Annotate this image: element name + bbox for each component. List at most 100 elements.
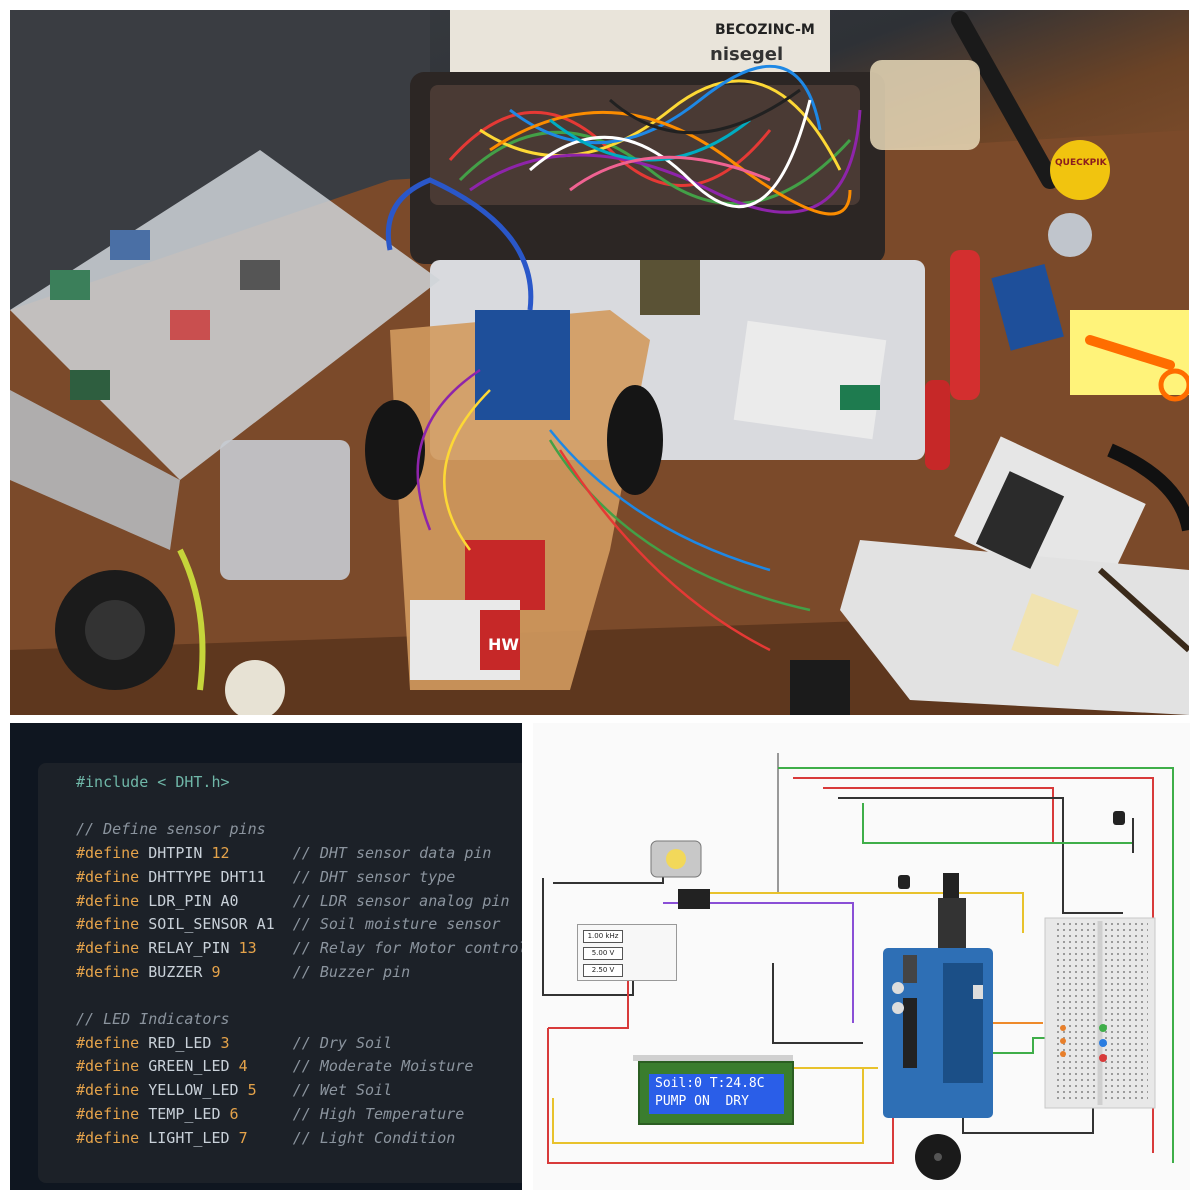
code-token: #define: [76, 1104, 140, 1123]
tin-label: QUECKPIK: [1055, 158, 1108, 168]
code-token: LDR_PIN A0: [139, 891, 293, 910]
circuit-simulation: 1.00 kHz 5.00 V 2.50 V Soil:0 T:24.8C PU…: [533, 723, 1190, 1190]
arduino-board: [475, 310, 570, 420]
motor-driver: [465, 540, 545, 610]
tape-roll: [225, 660, 285, 715]
solder-paste-tin: [1050, 140, 1110, 200]
code-token: [221, 963, 293, 981]
led-module: [1011, 593, 1079, 667]
code-token: #define: [76, 962, 140, 981]
component-organizer-boxes: [10, 150, 440, 550]
code-token: #include: [76, 773, 149, 791]
code-line: #define DHTTYPE DHT11 // DHT sensor type: [76, 868, 455, 892]
code-token: SOIL_SENSOR A1: [139, 915, 293, 934]
code-panel: #include < DHT.h> // Define sensor pins #d…: [10, 723, 522, 1190]
left-wheel: [365, 400, 425, 500]
code-token: 13: [238, 938, 257, 957]
code-token: // DHT sensor data pin: [292, 844, 492, 863]
code-token: [257, 1081, 293, 1099]
code-token: [239, 1105, 293, 1123]
code-line: #define SOIL_SENSOR A1 // Soil moisture …: [76, 915, 500, 939]
lcd-screen: Soil:0 T:24.8C PUMP ON DRY: [649, 1074, 784, 1114]
code-token: DHTPIN: [139, 844, 212, 863]
code-token: #define: [76, 1057, 140, 1076]
rfid-module: [991, 264, 1064, 351]
code-line: // LED Indicators: [76, 1010, 230, 1034]
code-token: YELLOW_LED: [139, 1081, 248, 1100]
esp-board: [975, 471, 1065, 569]
code-token: // LDR sensor analog pin: [292, 891, 510, 910]
dc-motor: [650, 840, 702, 878]
code-token: // High Temperature: [292, 1104, 465, 1123]
code-token: // Define sensor pins: [76, 820, 266, 839]
code-line: #include < DHT.h>: [76, 773, 230, 797]
code-token: 5: [247, 1081, 257, 1100]
code-token: #define: [76, 1128, 140, 1147]
code-editor: #include < DHT.h> // Define sensor pins #d…: [38, 763, 522, 1183]
jumper-wire-case: BECOZINC-M nisegel: [410, 10, 885, 264]
case-sub-label: nisegel: [710, 44, 783, 65]
code-line: #define GREEN_LED 4 // Moderate Moisture: [76, 1057, 473, 1081]
code-line: #define RELAY_PIN 13 // Relay for Motor …: [76, 939, 522, 963]
solder-wire: [1048, 213, 1092, 257]
green-led: [1099, 1024, 1107, 1032]
colorful-jumper-wires: [448, 64, 862, 216]
code-token: 12: [211, 844, 230, 863]
code-token: 4: [238, 1057, 248, 1076]
code-token: // Wet Soil: [292, 1081, 393, 1100]
code-line: // Define sensor pins: [76, 820, 266, 844]
battery-brand-label: HW: [488, 635, 519, 654]
code-token: // Buzzer pin: [292, 962, 411, 981]
lcd-display: Soil:0 T:24.8C PUMP ON DRY: [638, 1061, 794, 1125]
code-line: #define YELLOW_LED 5 // Wet Soil: [76, 1081, 392, 1105]
code-line: #define RED_LED 3 // Dry Soil: [76, 1034, 392, 1058]
lcd-line-1: Soil:0 T:24.8C: [655, 1076, 765, 1091]
temperature-sensor-2: [1113, 811, 1125, 825]
fg-offset: 2.50 V: [583, 964, 623, 977]
usb-cable: [385, 177, 534, 311]
scissors: [1085, 335, 1175, 370]
breadboard-small: [733, 320, 887, 440]
code-token: #define: [76, 938, 140, 957]
code-line: #define BUZZER 9 // Buzzer pin: [76, 963, 410, 987]
fg-frequency: 1.00 kHz: [583, 930, 623, 943]
code-token: #define: [76, 1033, 140, 1052]
code-line: #define LDR_PIN A0 // LDR sensor analog …: [76, 892, 510, 916]
fg-amplitude: 5.00 V: [583, 947, 623, 960]
code-token: // Moderate Moisture: [292, 1057, 474, 1076]
code-token: // Soil moisture sensor: [292, 915, 501, 934]
plastic-container: [870, 60, 980, 150]
soldering-iron: [951, 11, 1059, 189]
code-token: // Relay for Motor control: [292, 938, 522, 957]
blue-led: [1099, 1039, 1107, 1047]
code-token: [248, 1129, 293, 1147]
arduino-uno: [883, 948, 993, 1118]
code-token: TEMP_LED: [139, 1104, 230, 1123]
code-token: < DHT.h>: [148, 773, 230, 791]
code-token: GREEN_LED: [139, 1057, 239, 1076]
code-token: 7: [238, 1128, 248, 1147]
code-token: [248, 1057, 293, 1075]
arduino-usb: [938, 898, 966, 948]
code-token: // Light Condition: [292, 1128, 456, 1147]
temperature-sensor: [898, 875, 910, 889]
code-token: 6: [229, 1104, 239, 1123]
red-led: [1099, 1054, 1107, 1062]
code-token: #define: [76, 891, 140, 910]
code-token: #define: [76, 844, 140, 863]
code-token: LIGHT_LED: [139, 1128, 239, 1147]
laptop-sticker: [640, 260, 700, 315]
breadboard: [1044, 917, 1156, 1109]
code-line: #define LIGHT_LED 7 // Light Condition: [76, 1129, 455, 1153]
relay-module: [678, 889, 710, 909]
code-token: 3: [220, 1033, 230, 1052]
code-token: #define: [76, 1081, 140, 1100]
code-token: #define: [76, 915, 140, 934]
breadboard-large: [840, 540, 1189, 715]
code-token: // DHT sensor type: [292, 867, 456, 886]
code-token: DHTTYPE DHT11: [139, 867, 293, 886]
code-token: 9: [211, 962, 221, 981]
code-token: // Dry Soil: [292, 1033, 393, 1052]
green-yellow-wire: [177, 548, 206, 691]
workbench-scene: BECOZINC-M nisegel: [10, 10, 1189, 715]
